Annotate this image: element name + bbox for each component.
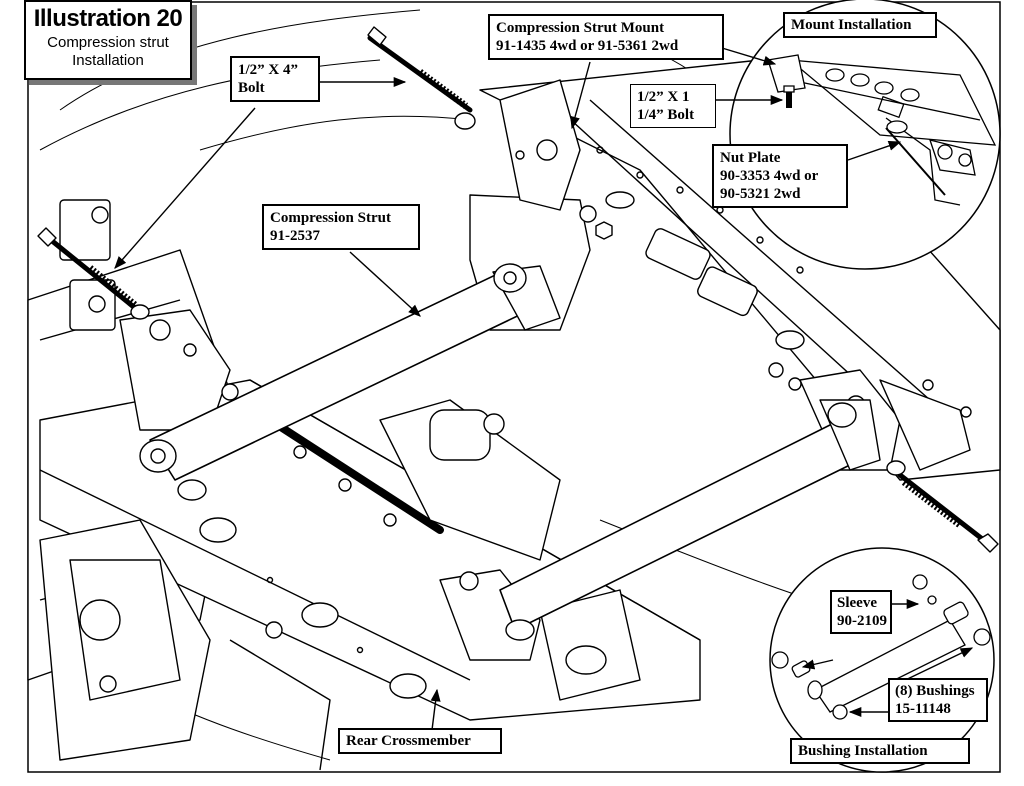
callout-rear-crossmember-line1: Rear Crossmember [346,733,471,749]
callout-nut-plate: Nut Plate 90-3353 4wd or 90-5321 2wd [712,144,848,208]
callout-bolt-4in-line1: 1/2” X 4” [238,62,298,78]
frame-rail-right [479,59,1001,481]
compression-strut-right [499,399,881,641]
callout-bushings: (8) Bushings 15-11148 [888,678,988,722]
callout-bushings-line2: 15-11148 [895,701,951,717]
callout-compression-strut: Compression Strut 91-2537 [262,204,420,250]
illustration-subtitle-line2: Installation [72,52,144,69]
bolt-4in-left [37,227,150,320]
callout-bushing-installation-line1: Bushing Installation [798,743,928,759]
callout-compression-strut-line1: Compression Strut [270,210,391,226]
callout-strut-mount: Compression Strut Mount 91-1435 4wd or 9… [488,14,724,60]
illustration-title-box: Illustration 20 Compression strut Instal… [24,0,192,80]
callout-bolt-4in-line2: Bolt [238,80,265,96]
inset-mount-installation [729,0,1001,270]
callout-bolt-1-25in-line1: 1/2” X 1 [637,89,690,105]
callout-bolt-1-25in: 1/2” X 1 1/4” Bolt [630,84,716,128]
center-shock-mount [379,399,561,561]
left-lower-assembly [39,519,331,771]
callout-sleeve-line2: 90-2109 [837,613,887,629]
bolt-4in-upper [367,26,476,130]
illustration-subtitle-line1: Compression strut [47,34,169,51]
callout-nut-plate-line1: Nut Plate [720,150,781,166]
callout-nut-plate-line2: 90-3353 4wd or [720,168,819,184]
compression-strut-left [139,263,561,501]
callout-strut-mount-line2: 91-1435 4wd or 91-5361 2wd [496,38,679,54]
callout-sleeve-line1: Sleeve [837,595,877,611]
callout-mount-installation: Mount Installation [783,12,937,38]
callout-bushing-installation: Bushing Installation [790,738,970,764]
callout-strut-mount-line1: Compression Strut Mount [496,20,665,36]
callout-mount-installation-line1: Mount Installation [791,17,912,33]
illustration-title: Illustration 20 [33,5,183,32]
callout-bushings-line1: (8) Bushings [895,683,975,699]
callout-bolt-4in: 1/2” X 4” Bolt [230,56,320,102]
callout-sleeve: Sleeve 90-2109 [830,590,892,634]
callout-nut-plate-line3: 90-5321 2wd [720,186,801,202]
callout-compression-strut-line2: 91-2537 [270,228,320,244]
callout-bolt-1-25in-line2: 1/4” Bolt [637,107,695,123]
bolt-4in-right [886,460,999,553]
callout-rear-crossmember: Rear Crossmember [338,728,502,754]
left-strut-mount [88,206,239,431]
